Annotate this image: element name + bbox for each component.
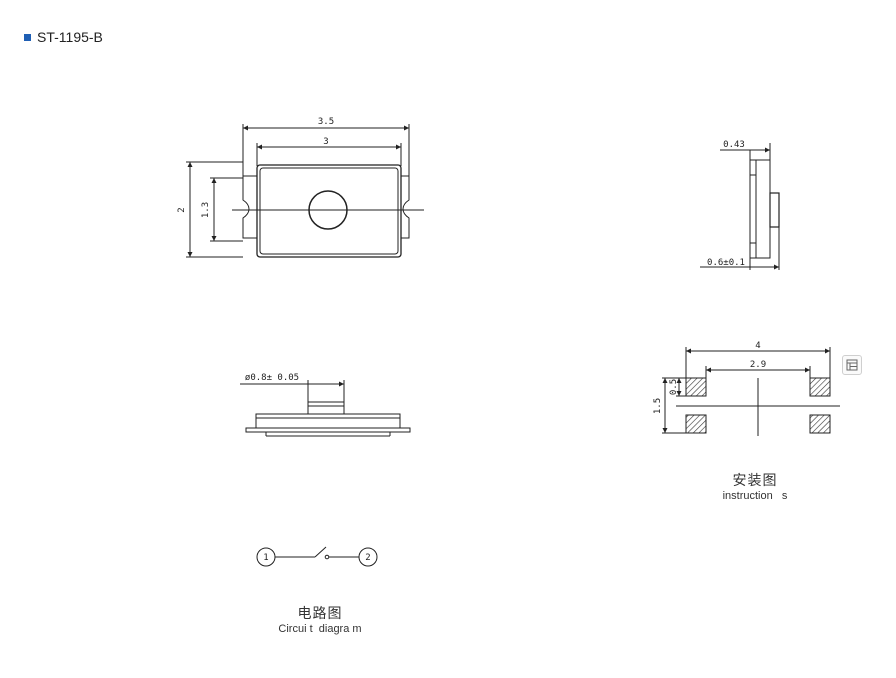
side-actuator [769,192,780,228]
circuit-caption-zh: 电路图 [297,606,343,622]
pin-2-circle [358,547,378,567]
installation-caption-zh: 安装图 [732,473,778,489]
dim-footprint-height: 1.5 [653,398,663,414]
pad-bottom-left [685,414,707,434]
pin-1-label: 1 [263,553,268,563]
side-view [700,143,780,270]
circuit-diagram [256,546,378,567]
installation-caption-en: instruction s [722,490,788,502]
part-title: ST-1195-B [37,29,103,45]
dim-side-top: 0.43 [723,140,745,150]
dim-width-inner: 3 [323,137,328,147]
dim-height-inner: 1.3 [201,202,211,218]
dim-pad: 0.5 [669,379,679,395]
circuit-caption-en: Circui t diagra m [278,623,362,635]
switch-contact [314,546,327,558]
front-body [255,413,401,429]
dim-height-outer: 2 [177,207,187,212]
part-header: ST-1195-B [24,29,103,45]
pin-2-label: 2 [365,553,370,563]
top-view [186,124,424,258]
installation-caption: 安装图 instruction s [690,470,820,502]
pad-top-left [685,377,707,397]
bullet-icon [24,33,31,41]
switch-body [256,164,402,258]
pad-top-right [809,377,831,397]
circuit-caption: 电路图 Circui t diagra m [250,603,390,635]
dim-pad-spacing: 2.9 [750,360,766,370]
front-actuator [307,401,345,415]
front-view [240,380,411,437]
right-terminal [401,175,410,239]
left-terminal [242,175,257,239]
layout-tool-button[interactable] [842,355,862,375]
dim-side-bottom: 0.6±0.1 [707,258,745,268]
pcb-footprint [662,347,840,436]
dim-width-outer: 3.5 [318,117,334,127]
dim-actuator: ø0.8± 0.05 [245,373,299,383]
pad-bottom-right [809,414,831,434]
front-terminals [245,427,411,433]
layout-icon [846,359,858,371]
dim-footprint-width: 4 [755,341,760,351]
